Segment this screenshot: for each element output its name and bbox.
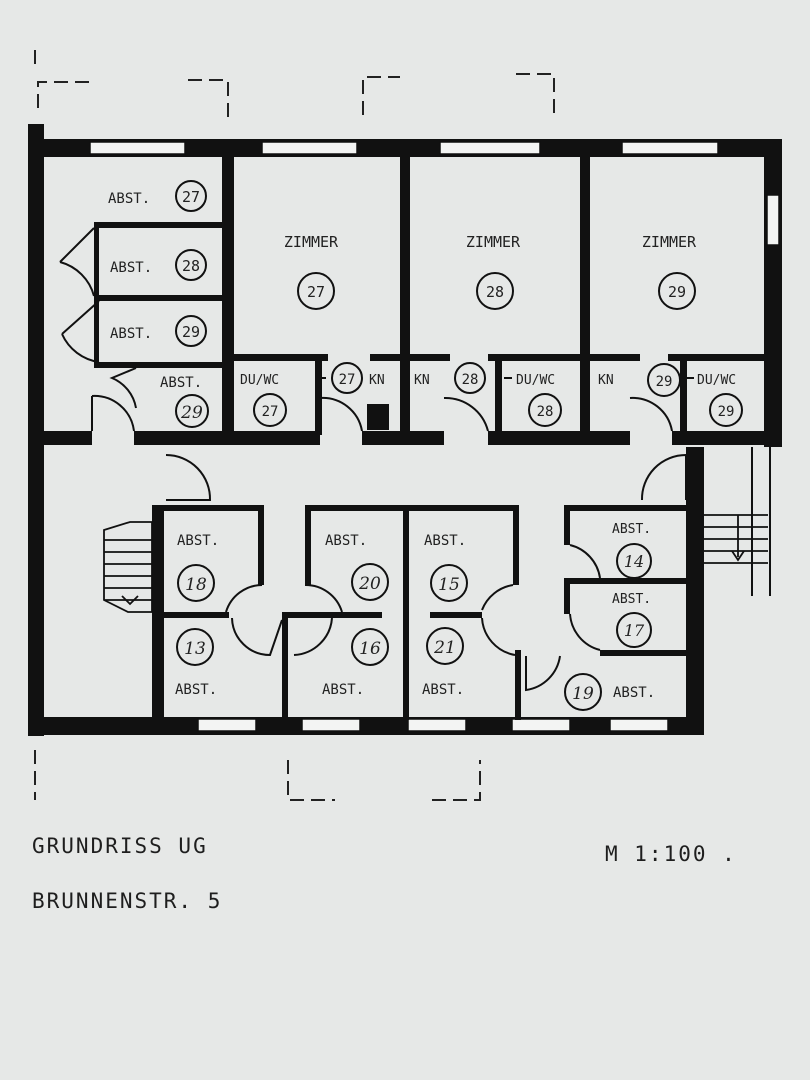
room-label: KN — [369, 373, 385, 388]
room-label: ABST. — [110, 326, 152, 342]
room-number: 20 — [358, 574, 381, 594]
room-number: 21 — [433, 638, 456, 658]
room-label: ABST. — [325, 533, 367, 549]
room-label: ABST. — [612, 522, 651, 537]
plan-title: GRUNDRISS UG — [32, 834, 208, 858]
stairs-right — [704, 514, 768, 564]
room-number: 29 — [668, 283, 686, 301]
room-number: 27 — [307, 283, 325, 301]
room-label: ZIMMER — [284, 233, 339, 251]
room-label: ABST. — [424, 533, 466, 549]
room-label: ZIMMER — [642, 233, 697, 251]
room-label: DU/WC — [240, 373, 279, 388]
room-number: 29 — [656, 374, 673, 390]
room-label: DU/WC — [697, 373, 736, 388]
room-number: 27 — [182, 188, 200, 206]
room-labels: ABST. 27 ABST. 28 ABST. 29 ABST. 29 ZIMM… — [108, 180, 743, 711]
room-number: 28 — [537, 404, 554, 420]
room-label: ABST. — [177, 533, 219, 549]
room-number: 27 — [339, 372, 356, 388]
room-number: 27 — [262, 404, 279, 420]
room-label: ABST. — [160, 375, 202, 391]
room-label: ABST. — [613, 685, 655, 701]
room-label: DU/WC — [516, 373, 555, 388]
room-number: 29 — [182, 323, 200, 341]
room-label: ABST. — [110, 260, 152, 276]
room-number: 29 — [718, 404, 735, 420]
room-label: ABST. — [175, 682, 217, 698]
doors — [59, 227, 771, 692]
dashed-outline-marks — [34, 50, 555, 801]
room-label: ZIMMER — [466, 233, 521, 251]
room-number: 28 — [182, 257, 200, 275]
room-number: 29 — [180, 403, 203, 423]
room-label: ABST. — [612, 592, 651, 607]
stairs-left — [103, 521, 153, 613]
room-label: ABST. — [108, 191, 150, 207]
plan-scale: M 1:100 . — [605, 842, 737, 866]
room-number: 14 — [624, 552, 644, 571]
room-number: 17 — [624, 621, 645, 640]
room-number: 19 — [572, 684, 594, 704]
plan-address: BRUNNENSTR. 5 — [32, 889, 223, 913]
room-number: 28 — [462, 372, 479, 388]
room-number: 13 — [184, 639, 206, 659]
room-label: ABST. — [322, 682, 364, 698]
windows — [89, 141, 780, 732]
room-label: ABST. — [422, 682, 464, 698]
room-number: 18 — [185, 575, 207, 595]
room-number: 16 — [359, 639, 381, 659]
room-number: 28 — [486, 283, 504, 301]
room-label: KN — [414, 373, 430, 388]
interior-walls — [44, 155, 768, 720]
room-number: 15 — [438, 575, 460, 595]
room-label: KN — [598, 373, 614, 388]
